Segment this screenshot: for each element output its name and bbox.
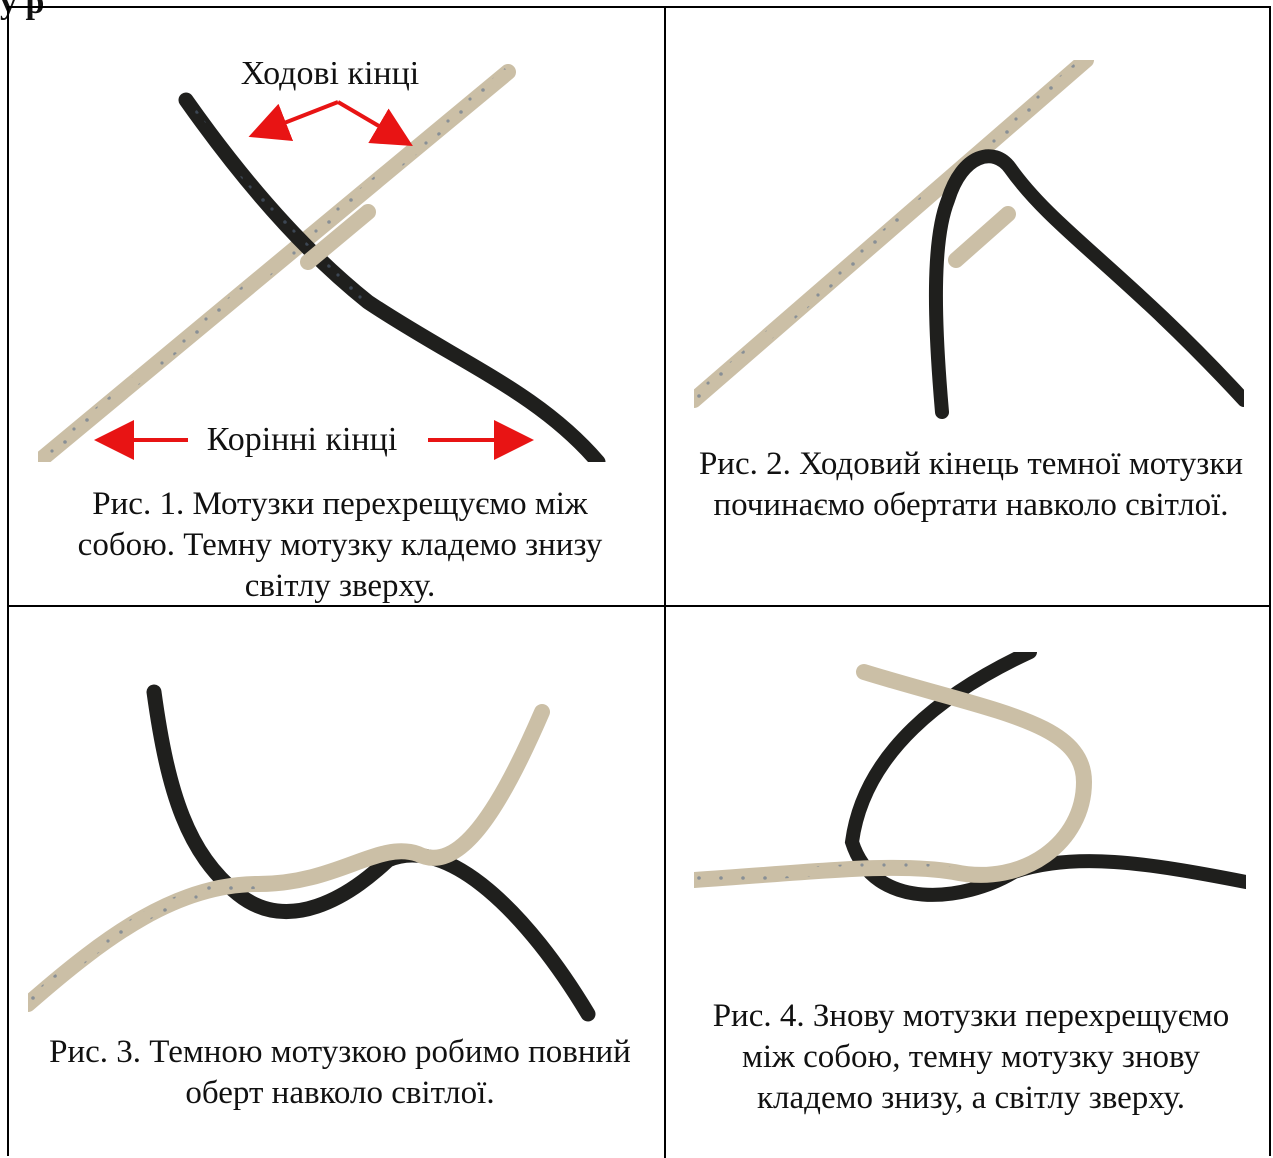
standing-ends-label: Корінні кінці [207, 421, 398, 458]
figure-4-photo [694, 652, 1246, 922]
figure-1-caption: Рис. 1. Мотузки перехрещуємо між собою. … [40, 484, 640, 607]
figure-4-caption: Рис. 4. Знову мотузки перехрещуємо між с… [696, 996, 1246, 1119]
figure-2-caption: Рис. 2. Ходовий кінець темної мотузки по… [696, 444, 1246, 526]
figure-3-photo [28, 684, 626, 1024]
running-ends-label: Ходові кінці [241, 62, 420, 92]
figure-1-photo: Ходові кінці Корінні кінці [38, 62, 634, 462]
table-divider-vertical [664, 6, 666, 1158]
figure-2-photo [694, 60, 1244, 444]
figure-3-caption: Рис. 3. Темною мотузкою робимо повний об… [40, 1032, 640, 1114]
